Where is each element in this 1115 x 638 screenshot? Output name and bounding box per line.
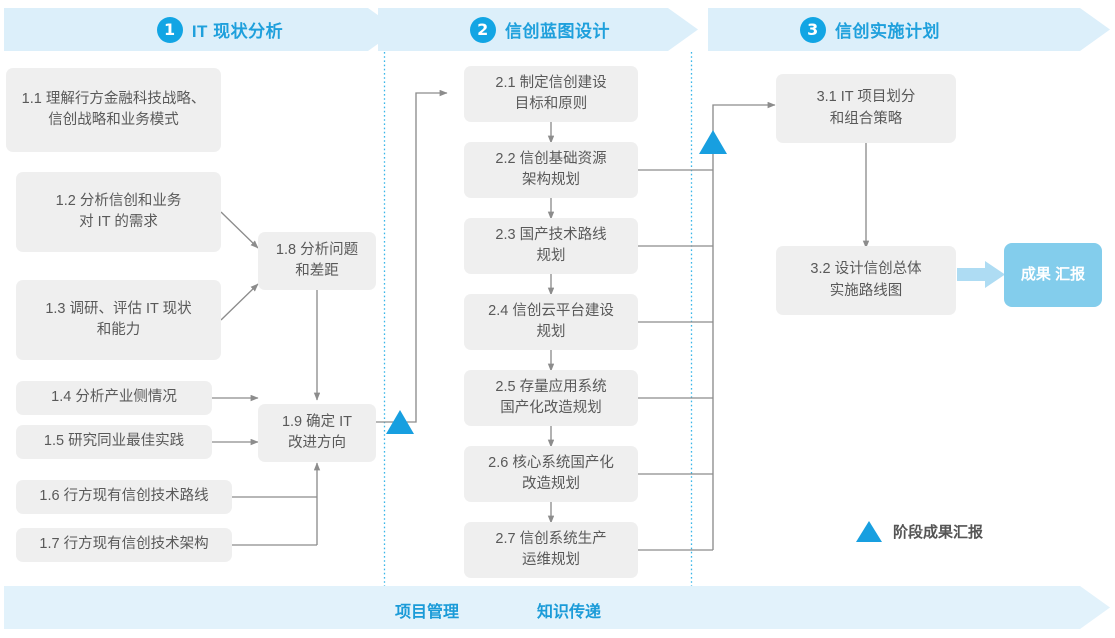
edge-1.9-to-2.1 [375,89,448,423]
task-2.1-line1: 2.1 制定信创建设 [495,74,607,91]
task-2.3-line1: 2.3 国产技术路线 [495,226,607,243]
task-1.4-label: 1.4 分析产业侧情况 [51,389,177,406]
task-box-1.8[interactable]: 1.8 分析问题 和差距 [258,232,376,290]
task-box-2.2[interactable]: 2.2 信创基础资源 架构规划 [464,142,638,198]
task-box-1.7[interactable]: 1.7 行方现有信创技术架构 [16,528,232,562]
task-1.2-line1: 1.2 分析信创和业务 [55,192,182,209]
task-box-2.1[interactable]: 2.1 制定信创建设 目标和原则 [464,66,638,122]
task-2.2-line2: 架构规划 [522,172,580,188]
task-2.7-line2: 运维规划 [522,552,580,568]
task-box-2.4[interactable]: 2.4 信创云平台建设 规划 [464,294,638,350]
bottom-bar-labels: 项目管理 知识传递 [395,598,601,622]
task-2.6-line2: 改造规划 [522,476,580,492]
phase-number-3: 3 [800,16,826,43]
task-1.9-line2: 改进方向 [287,435,346,451]
task-box-3.2[interactable]: 3.2 设计信创总体 实施路线图 [776,246,956,315]
edge-1.2-to-1.8 [220,211,259,249]
bottom-label-knowledge-transfer[interactable]: 知识传递 [537,604,602,621]
task-box-1.3[interactable]: 1.3 调研、评估 IT 现状 和能力 [16,280,221,360]
phase-banner-3[interactable]: 3 信创实施计划 [760,8,980,51]
task-1.6-label: 1.6 行方现有信创技术路线 [39,488,209,505]
task-2.3-line2: 规划 [536,248,566,264]
task-1.9-line1: 1.9 确定 IT [281,413,353,430]
task-1.5-label: 1.5 研究同业最佳实践 [43,433,185,450]
phase-number-2: 2 [470,16,496,43]
task-2.4-line1: 2.4 信创云平台建设 [488,302,614,319]
phase-banner-1[interactable]: 1 IT 现状分析 [100,8,340,51]
phase-banner-2[interactable]: 2 信创蓝图设计 [430,8,650,51]
task-1.2-line2: 对 IT 的需求 [79,214,158,230]
task-3.1-line1: 3.1 IT 项目划分 [816,89,916,106]
phase-number-1: 1 [156,16,183,43]
edge-3.2-to-result [957,261,1005,288]
task-2.4-line2: 规划 [536,324,566,340]
task-box-1.9[interactable]: 1.9 确定 IT 改进方向 [258,404,376,462]
phase-label-1: IT 现状分析 [191,22,284,41]
task-box-2.5[interactable]: 2.5 存量应用系统 国产化改造规划 [464,370,638,426]
bottom-label-project-management[interactable]: 项目管理 [395,604,460,621]
task-box-2.3[interactable]: 2.3 国产技术路线 规划 [464,218,638,274]
task-box-1.6[interactable]: 1.6 行方现有信创技术路线 [16,480,232,514]
task-2.2-line1: 2.2 信创基础资源 [495,150,607,167]
milestone-triangle-icon [856,521,882,542]
task-box-1.4[interactable]: 1.4 分析产业侧情况 [16,381,212,415]
task-2.1-line2: 目标和原则 [514,96,588,112]
task-box-1.5[interactable]: 1.5 研究同业最佳实践 [16,425,212,459]
task-1.8-line2: 和差距 [295,263,339,279]
task-1.1-line1: 1.1 理解行方金融科技战略、 [21,90,206,107]
legend-milestone-label: 阶段成果汇报 [893,524,984,541]
phase-label-3: 信创实施计划 [835,22,940,41]
phase-label-2: 信创蓝图设计 [505,22,610,41]
task-2.7-line1: 2.7 信创系统生产 [495,530,607,547]
task-box-2.6[interactable]: 2.6 核心系统国产化 改造规划 [464,446,638,502]
result-report-chip[interactable]: 成果 汇报 [1004,243,1102,307]
milestone-triangle-phase1 [386,410,414,434]
task-1.7-label: 1.7 行方现有信创技术架构 [39,536,209,553]
milestone-triangle-phase2 [699,130,727,154]
task-2.5-line1: 2.5 存量应用系统 [495,378,607,395]
task-box-2.7[interactable]: 2.7 信创系统生产 运维规划 [464,522,638,578]
task-box-3.1[interactable]: 3.1 IT 项目划分 和组合策略 [776,74,956,143]
task-1.1-line2: 信创战略和业务模式 [48,112,179,128]
task-3.1-line2: 和组合策略 [829,110,903,127]
task-box-1.1[interactable]: 1.1 理解行方金融科技战略、 信创战略和业务模式 [6,68,221,152]
task-2.5-line2: 国产化改造规划 [500,400,602,416]
legend-milestone: 阶段成果汇报 [856,521,983,542]
task-box-1.2[interactable]: 1.2 分析信创和业务 对 IT 的需求 [16,172,221,252]
task-1.3-line2: 和能力 [96,322,141,338]
result-line2: 汇报 [1055,265,1086,283]
task-1.3-line1: 1.3 调研、评估 IT 现状 [45,300,192,317]
task-2.6-line1: 2.6 核心系统国产化 [488,454,614,471]
task-3.2-line1: 3.2 设计信创总体 [810,261,922,278]
result-line1: 成果 [1020,265,1051,283]
task-1.8-line1: 1.8 分析问题 [275,241,359,258]
edge-1.3-to-1.8 [220,283,259,321]
task-3.2-line2: 实施路线图 [829,282,903,299]
result-arrow-shape [957,261,1005,288]
edge-collector-to-3.1 [712,101,776,550]
